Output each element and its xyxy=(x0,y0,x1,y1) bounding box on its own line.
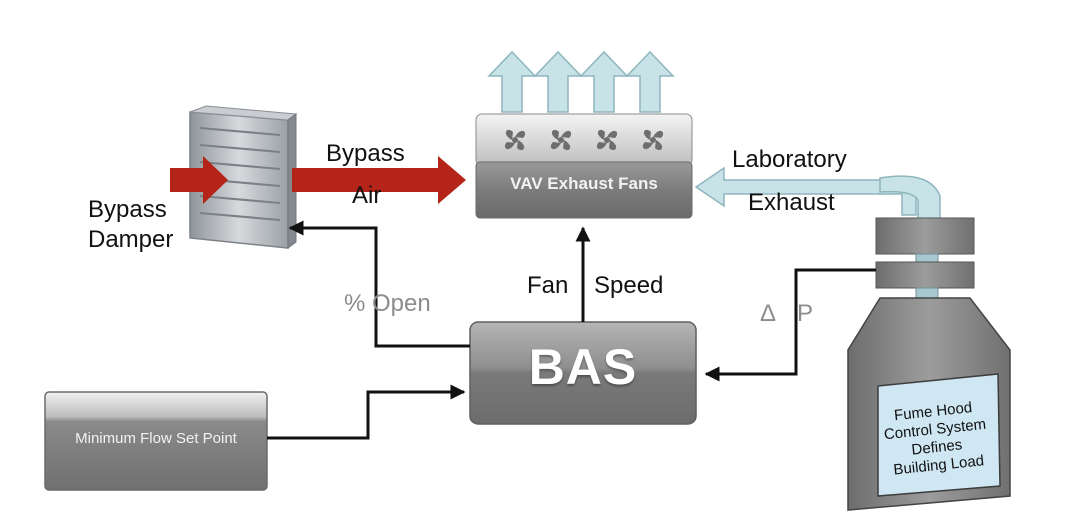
bypass-air-arrow xyxy=(292,156,466,204)
exhaust-out-arrow-2 xyxy=(533,50,583,113)
fan-icon xyxy=(596,129,618,151)
vav-exhaust-fans-box xyxy=(475,113,693,219)
fume-hood-label-line: Building Load xyxy=(892,452,985,479)
air-into-damper-arrow xyxy=(170,156,228,204)
fan-icon xyxy=(504,129,526,151)
fan-icon xyxy=(550,129,572,151)
vav-exhaust-fans-label: VAV Exhaust Fans xyxy=(510,174,658,193)
fume-hood-label: Fume Hood Control System Defines Buildin… xyxy=(865,376,1008,501)
bypass-air-label-line2: Air xyxy=(352,182,382,209)
fume-hood-icon xyxy=(847,217,1011,511)
exhaust-out-arrow-1 xyxy=(487,50,537,113)
exhaust-out-arrow-4 xyxy=(625,50,675,113)
delta-p-label-symbol: Δ xyxy=(760,300,777,327)
laboratory-exhaust-arrow xyxy=(694,166,917,216)
set-point-signal-line xyxy=(267,384,466,440)
laboratory-exhaust-label-line2: Exhaust xyxy=(748,189,835,216)
bypass-damper-label-line2: Damper xyxy=(88,226,174,253)
percent-open-signal-line xyxy=(288,220,470,348)
minimum-flow-set-point-box xyxy=(44,391,268,491)
bypass-damper-label-line1: Bypass xyxy=(88,196,167,223)
fan-icon xyxy=(642,129,664,151)
delta-p-signal-line xyxy=(704,268,876,382)
bas-label: BAS xyxy=(528,339,638,395)
fan-speed-label-speed: Speed xyxy=(594,272,664,299)
exhaust-out-arrow-3 xyxy=(579,50,629,113)
fan-speed-label-fan: Fan xyxy=(527,272,569,299)
percent-open-label: % Open xyxy=(344,290,431,317)
laboratory-exhaust-label-line1: Laboratory xyxy=(732,146,847,173)
minimum-flow-set-point-label: Minimum Flow Set Point xyxy=(75,430,237,447)
exhaust-out-arrows xyxy=(487,50,675,113)
control-lines xyxy=(267,220,876,440)
bypass-air-label-line1: Bypass xyxy=(326,140,405,167)
delta-p-label-letter: P xyxy=(797,300,814,327)
